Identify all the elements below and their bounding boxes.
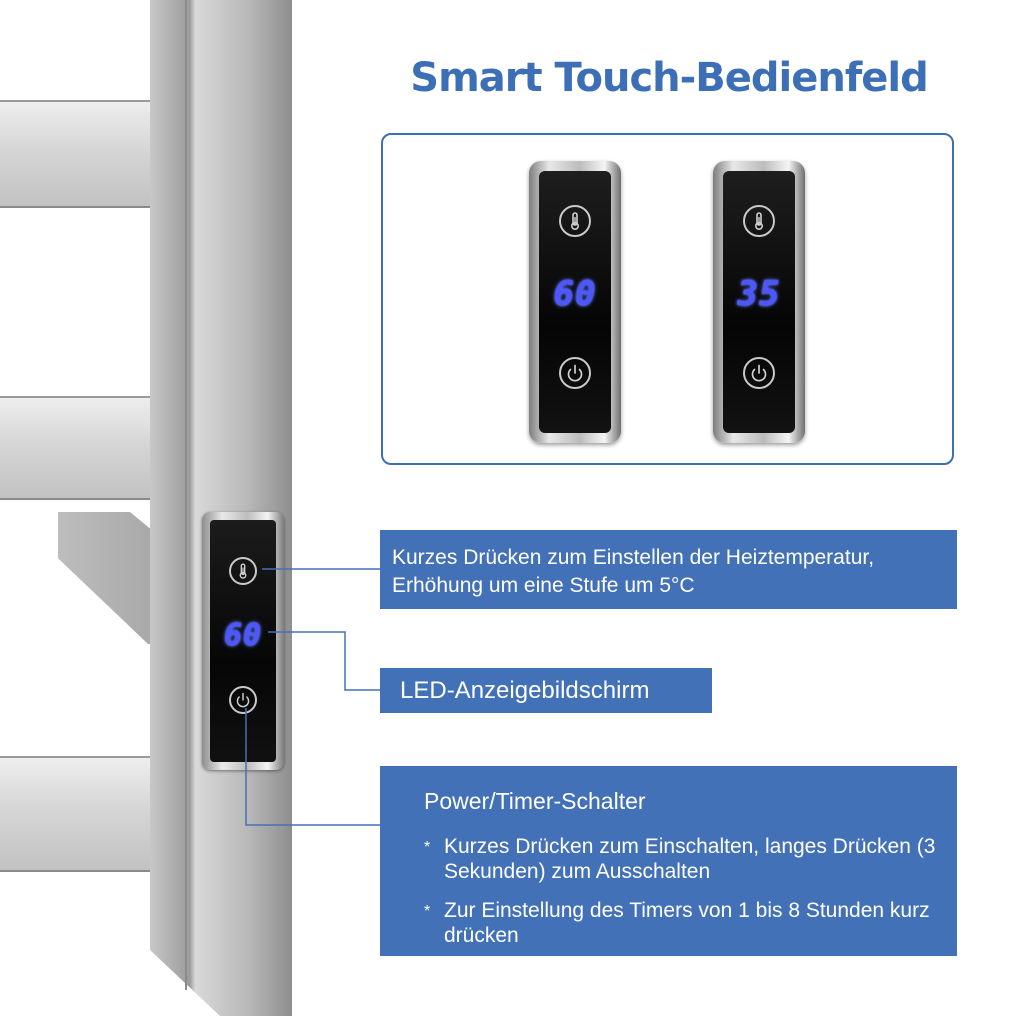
power-timer-item: * Zur Einstellung des Timers von 1 bis 8… bbox=[424, 898, 954, 948]
power-icon bbox=[236, 692, 250, 708]
bullet-star-icon: * bbox=[424, 839, 431, 856]
led-display-callout: LED-Anzeigebildschirm bbox=[380, 668, 712, 713]
panel-preview-box: 60 35 bbox=[381, 133, 954, 465]
preview-panel-2-screen: 35 bbox=[723, 171, 795, 433]
thermometer-icon bbox=[755, 212, 764, 231]
preview-1-led-display: 60 bbox=[553, 274, 597, 314]
preview-2-power-button bbox=[743, 357, 775, 389]
preview-2-temperature-button bbox=[743, 205, 775, 237]
main-panel-screen: 60 bbox=[210, 520, 276, 762]
temperature-callout-line-1: Kurzes Drücken zum Einstellen der Heizte… bbox=[392, 546, 875, 569]
temperature-callout-line-2: Erhöhung um eine Stufe um 5°C bbox=[392, 574, 695, 597]
power-timer-heading: Power/Timer-Schalter bbox=[424, 788, 646, 814]
power-icon bbox=[751, 364, 767, 382]
power-icon bbox=[567, 364, 583, 382]
power-timer-item-text: Kurzes Drücken zum Einschalten, langes D… bbox=[444, 835, 936, 883]
preview-2-led-display: 35 bbox=[737, 274, 781, 314]
rail-bar-top bbox=[0, 100, 178, 208]
power-timer-item-text: Zur Einstellung des Timers von 1 bis 8 S… bbox=[444, 899, 930, 947]
preview-panel-1-screen: 60 bbox=[539, 171, 611, 433]
temperature-callout: Kurzes Drücken zum Einstellen der Heizte… bbox=[380, 530, 957, 609]
main-led-display: 60 bbox=[223, 618, 263, 653]
preview-panel-2: 35 bbox=[713, 161, 805, 443]
led-display-callout-label: LED-Anzeigebildschirm bbox=[400, 677, 650, 704]
thermometer-icon bbox=[571, 212, 580, 231]
temperature-button[interactable] bbox=[229, 557, 257, 585]
rail-bar-lower bbox=[0, 756, 178, 872]
page-title: Smart Touch-Bedienfeld bbox=[410, 55, 928, 101]
power-timer-item: * Kurzes Drücken zum Einschalten, langes… bbox=[424, 834, 954, 884]
preview-1-temperature-button bbox=[559, 205, 591, 237]
power-timer-callout: Power/Timer-Schalter * Kurzes Drücken zu… bbox=[380, 766, 957, 956]
rail-vertical-post bbox=[150, 0, 300, 1016]
bullet-star-icon: * bbox=[424, 903, 431, 920]
main-control-panel: 60 bbox=[202, 512, 284, 770]
power-button[interactable] bbox=[229, 686, 257, 714]
preview-1-power-button bbox=[559, 357, 591, 389]
rail-bar-middle bbox=[0, 396, 178, 500]
preview-panel-1: 60 bbox=[529, 161, 621, 443]
thermometer-icon bbox=[239, 563, 247, 579]
